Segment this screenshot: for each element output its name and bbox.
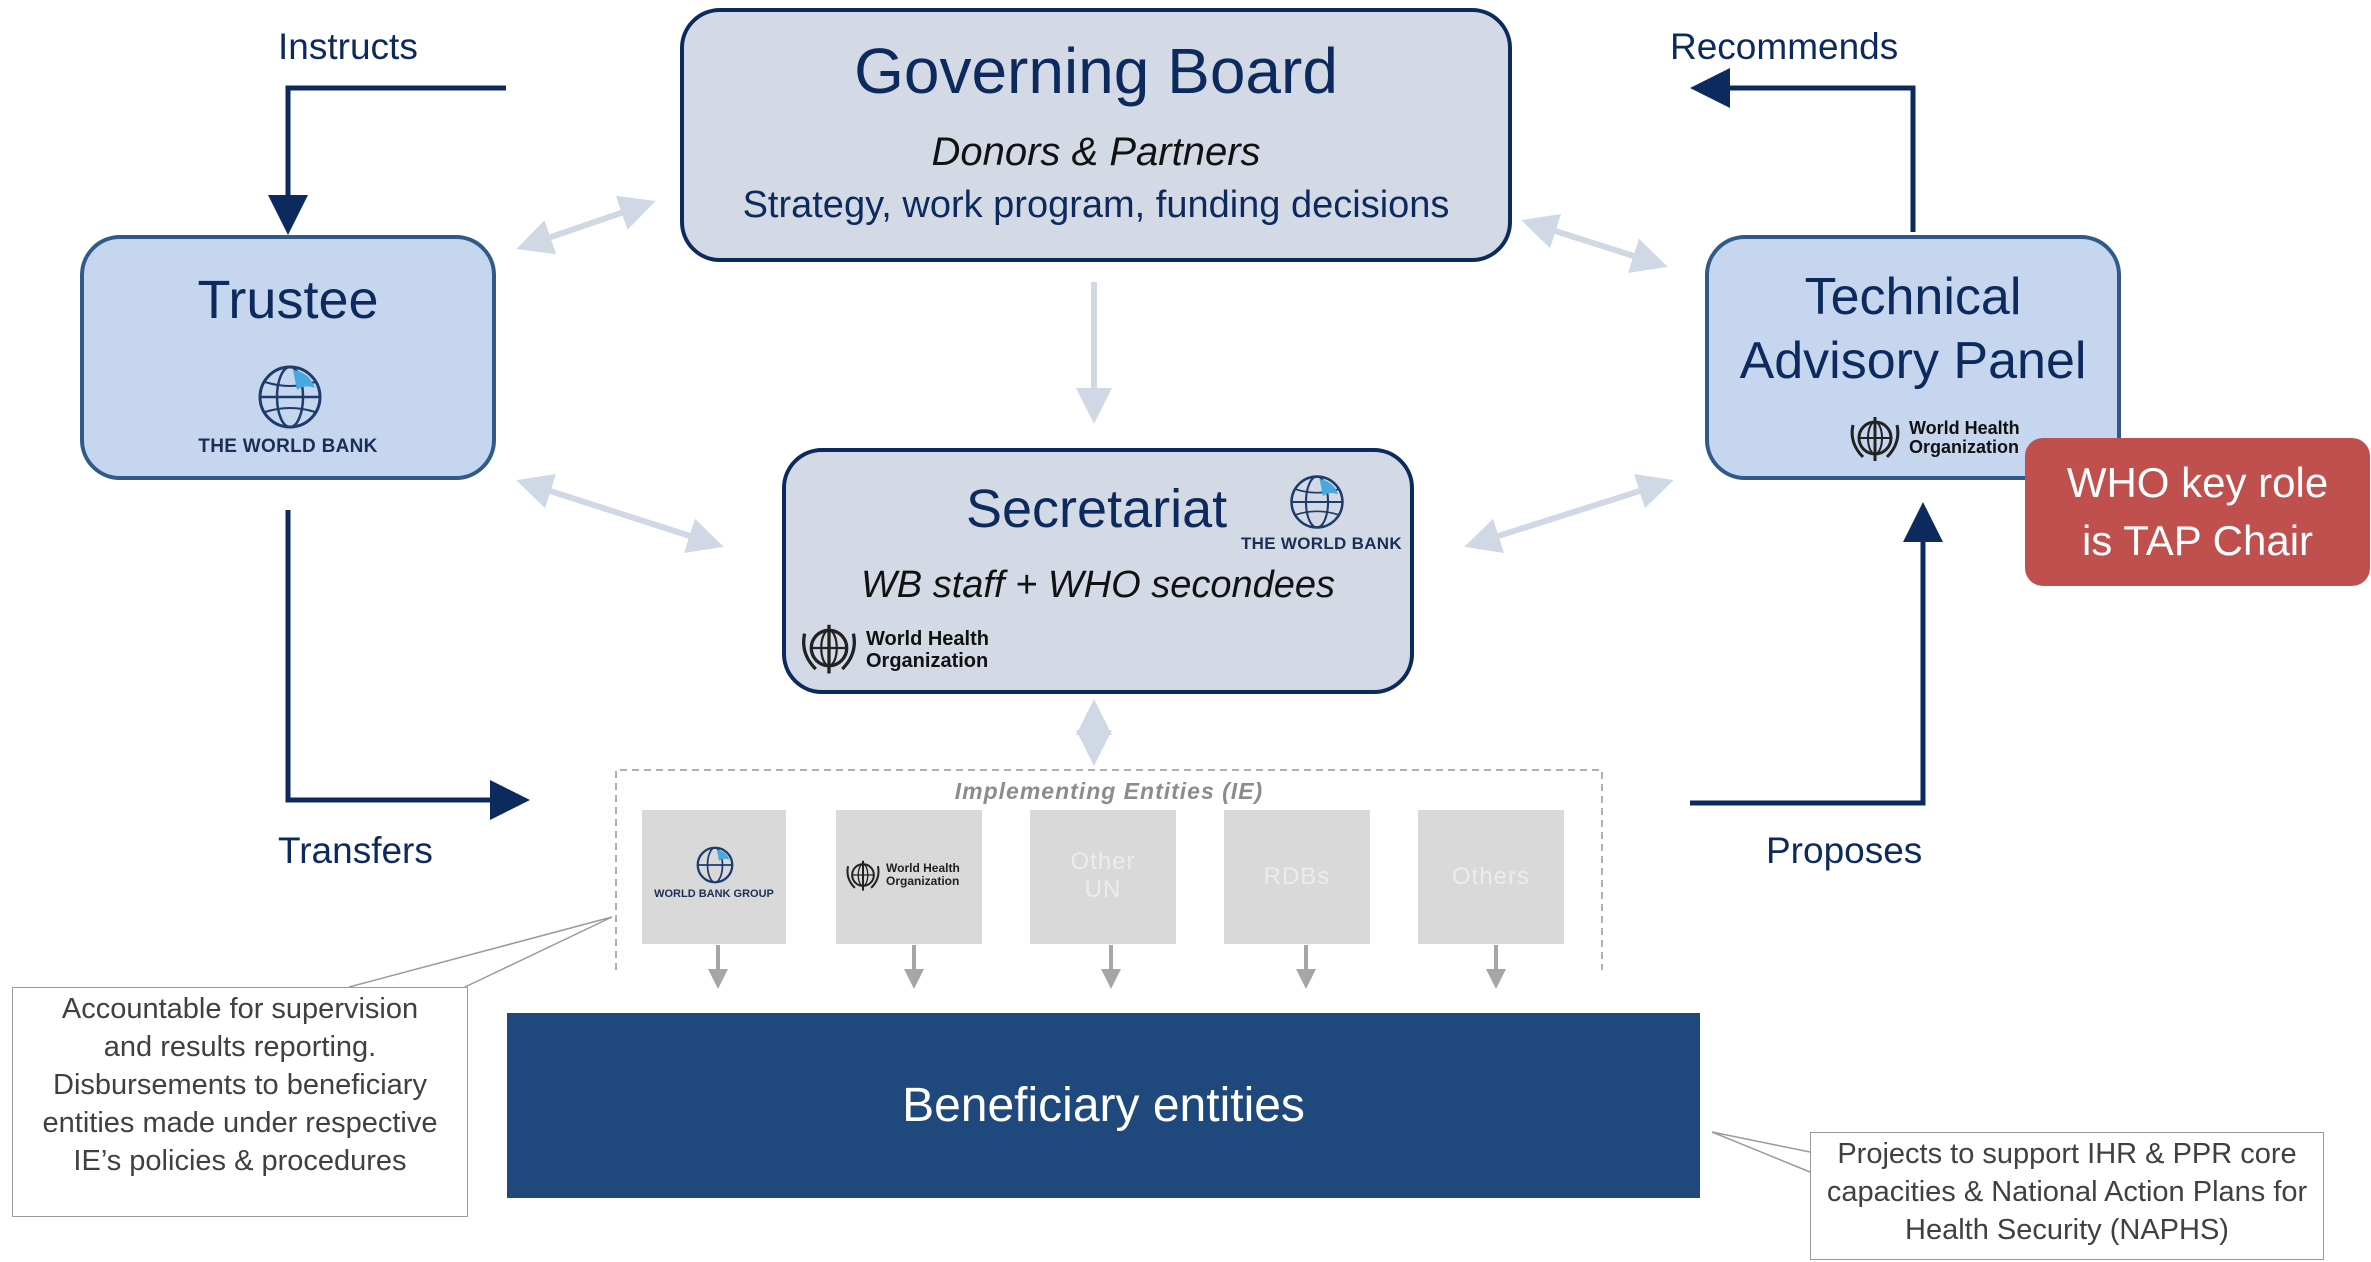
tap-title-line2: Advisory Panel bbox=[1739, 332, 2087, 390]
tap-chair-line1: WHO key role bbox=[2066, 459, 2329, 506]
tap-logo-text: World Health Organization bbox=[1909, 419, 2020, 457]
ie-tile-other-un-line2: UN bbox=[1084, 876, 1122, 903]
right-note-pointer bbox=[1711, 1131, 1811, 1173]
ie-tile-who[interactable]: World Health Organization bbox=[836, 810, 982, 944]
trustee-logo-text: THE WORLD BANK bbox=[198, 436, 378, 457]
ie-tile-world-bank-group[interactable]: WORLD BANK GROUP bbox=[642, 810, 786, 944]
secretariat-who-line2: Organization bbox=[866, 650, 989, 672]
secretariat-box[interactable]: Secretariat THE WORLD BANK WB staff + WH… bbox=[782, 448, 1414, 694]
tap-title-line1: Technical bbox=[1804, 268, 2022, 326]
instructs-label: Instructs bbox=[278, 26, 418, 67]
ie-tile-other-un-text: Other UN bbox=[1030, 848, 1176, 904]
trustee-secretariat-arrow bbox=[516, 474, 724, 553]
ie-tile-others[interactable]: Others bbox=[1418, 810, 1564, 944]
ie-container-border bbox=[615, 769, 1603, 970]
proposes-label: Proposes bbox=[1766, 830, 1923, 871]
board-tap-arrow bbox=[1521, 213, 1668, 274]
ie-tile-wbg-text: WORLD BANK GROUP bbox=[654, 888, 774, 900]
right-note-line2: capacities & National Action Plans for bbox=[1826, 1176, 2308, 1208]
ie-title: Implementing Entities (IE) bbox=[954, 778, 1264, 804]
governing-board-title: Governing Board bbox=[854, 35, 1338, 107]
left-note-line5: IE’s policies & procedures bbox=[73, 1145, 407, 1177]
who-emblem-icon bbox=[1850, 417, 1900, 461]
governing-board-subtitle: Donors & Partners bbox=[931, 130, 1261, 174]
ie-tile-other-un-line1: Other bbox=[1070, 848, 1136, 875]
secretariat-subtitle: WB staff + WHO secondees bbox=[860, 564, 1336, 606]
transfers-arrow bbox=[285, 510, 530, 820]
recommends-arrow bbox=[1690, 68, 1916, 232]
tap-chair-callout: WHO key role is TAP Chair bbox=[2025, 438, 2370, 586]
globe-icon bbox=[258, 365, 322, 429]
ie-tile-rdbs-text: RDBs bbox=[1263, 863, 1331, 890]
proposes-arrow bbox=[1690, 502, 1943, 806]
trustee-title: Trustee bbox=[197, 270, 379, 330]
ie-tile-who-line1: World Health bbox=[886, 861, 960, 875]
who-emblem-icon bbox=[846, 860, 880, 891]
secretariat-title: Secretariat bbox=[966, 479, 1228, 539]
beneficiary-entities-label: Beneficiary entities bbox=[902, 1079, 1305, 1132]
ie-tile-who-text: World Health Organization bbox=[886, 862, 960, 888]
tap-chair-line2: is TAP Chair bbox=[2081, 517, 2314, 564]
who-emblem-icon bbox=[802, 624, 856, 674]
transfers-label: Transfers bbox=[278, 830, 433, 871]
ie-tile-other-un[interactable]: Other UN bbox=[1030, 810, 1176, 944]
right-note-line1: Projects to support IHR & PPR core bbox=[1837, 1138, 2297, 1170]
ie-tile-others-text: Others bbox=[1451, 863, 1531, 890]
right-note: Projects to support IHR & PPR core capac… bbox=[1810, 1132, 2324, 1260]
tap-logo-text-line1: World Health bbox=[1909, 418, 2020, 438]
secretariat-who-logo-text: World Health Organization bbox=[866, 628, 989, 672]
governing-board-box[interactable]: Governing Board Donors & Partners Strate… bbox=[680, 8, 1512, 262]
right-note-line3: Health Security (NAPHS) bbox=[1905, 1214, 2229, 1246]
left-note-line2: and results reporting. bbox=[103, 1031, 377, 1063]
secretariat-wb-logo-text: THE WORLD BANK bbox=[1241, 534, 1402, 553]
trustee-box[interactable]: Trustee THE WORLD BANK bbox=[80, 235, 496, 480]
left-note-pointer bbox=[348, 916, 613, 988]
instructs-arrow bbox=[268, 85, 506, 235]
globe-icon bbox=[1290, 475, 1344, 529]
recommends-label: Recommends bbox=[1670, 26, 1899, 67]
governing-board-description: Strategy, work program, funding decision… bbox=[742, 184, 1450, 226]
left-note-line4: entities made under respective bbox=[42, 1107, 438, 1139]
left-note-line1: Accountable for supervision bbox=[61, 993, 419, 1025]
beneficiary-entities-box[interactable]: Beneficiary entities bbox=[507, 1013, 1700, 1198]
left-note-line3: Disbursements to beneficiary bbox=[53, 1069, 427, 1101]
tap-logo-text-line2: Organization bbox=[1909, 437, 2020, 457]
board-trustee-arrow bbox=[516, 195, 656, 255]
secretariat-who-line1: World Health bbox=[866, 628, 989, 650]
left-note: Accountable for supervision and results … bbox=[12, 987, 468, 1217]
globe-icon bbox=[696, 846, 734, 884]
ie-tile-rdbs[interactable]: RDBs bbox=[1224, 810, 1370, 944]
tap-secretariat-arrow bbox=[1464, 473, 1674, 554]
ie-tile-who-line2: Organization bbox=[886, 874, 960, 888]
